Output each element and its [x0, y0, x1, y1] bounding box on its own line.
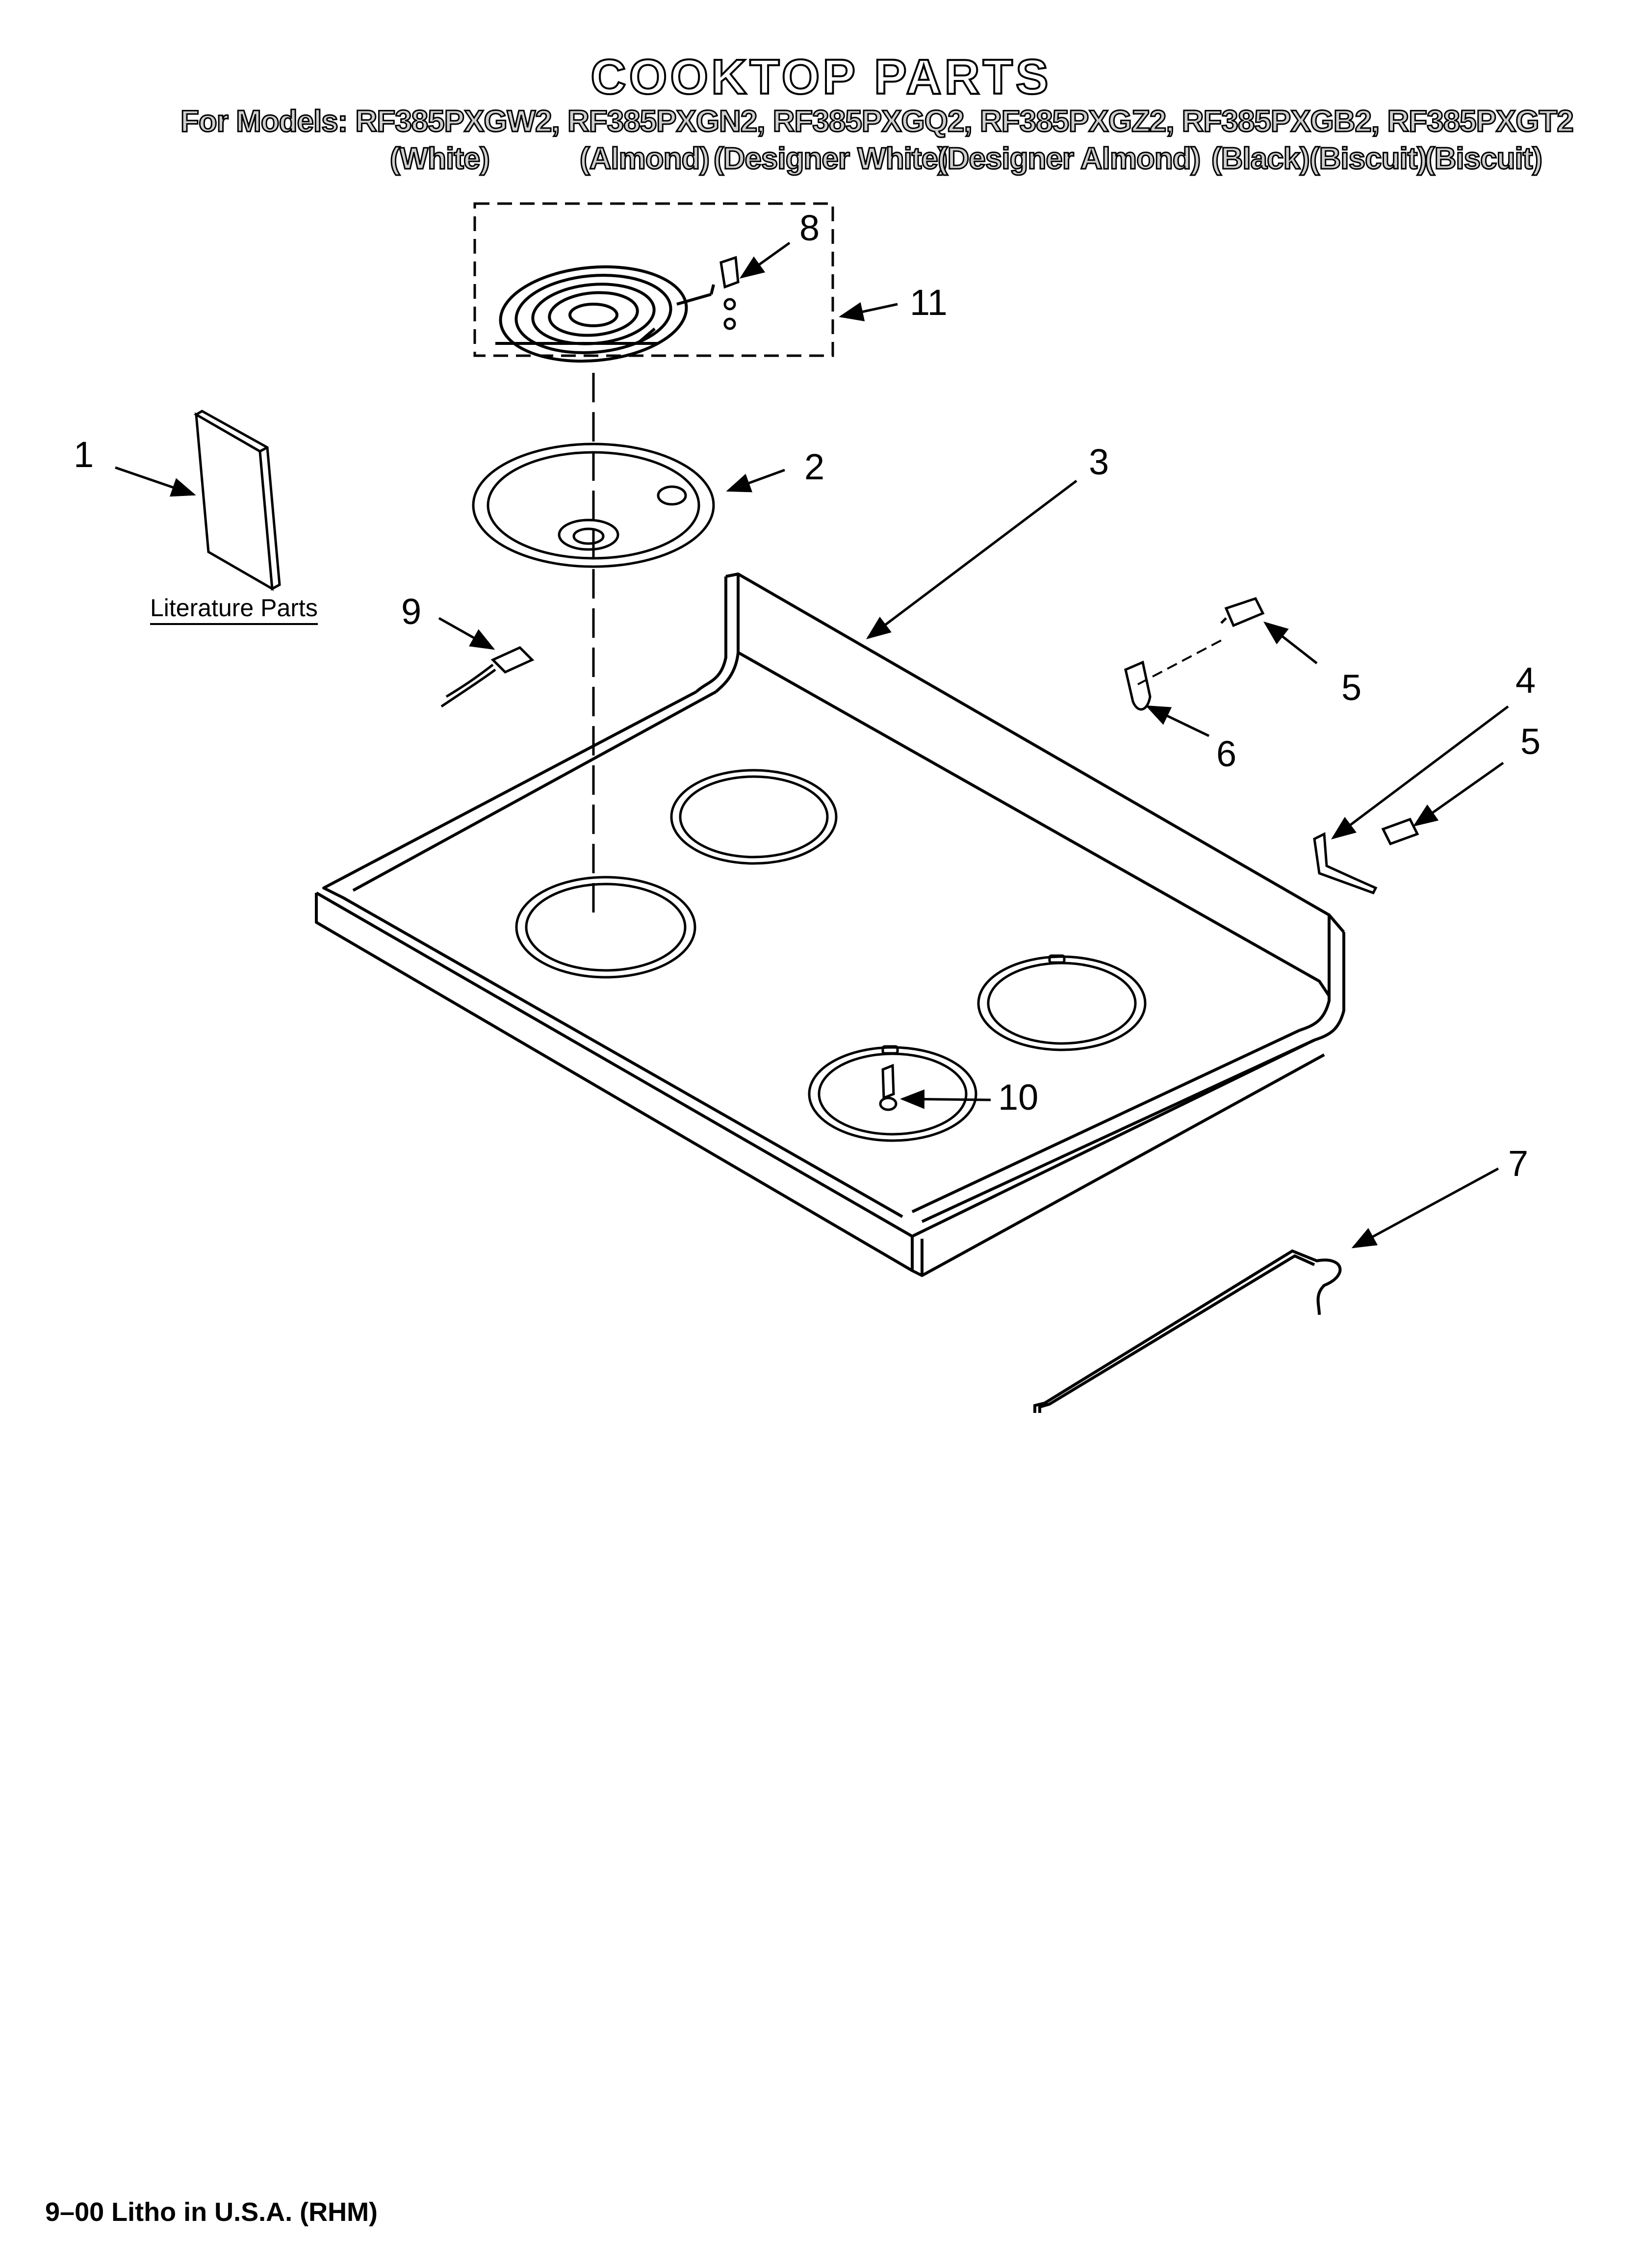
backguard-clip	[1126, 662, 1150, 709]
leader-arrows	[115, 243, 1508, 1249]
wire-connector	[441, 648, 532, 706]
callout-5-lower: 5	[1520, 721, 1541, 762]
screw-upper	[1221, 599, 1263, 626]
callout-7: 7	[1508, 1143, 1529, 1184]
color-white: (White)	[389, 141, 490, 177]
callout-10: 10	[998, 1077, 1039, 1118]
footer-litho: 9–00 Litho in U.S.A. (RHM)	[45, 2197, 378, 2227]
color-almond: (Almond)	[579, 141, 710, 177]
callout-9: 9	[401, 591, 422, 632]
burner-screw	[880, 1066, 896, 1110]
burner-openings	[516, 770, 1145, 1141]
surface-element-dashed-box	[475, 204, 833, 356]
color-biscuit: (Biscuit)	[1309, 141, 1428, 177]
callout-8: 8	[799, 208, 820, 248]
callout-2: 2	[804, 446, 825, 487]
color-black: (Black)	[1211, 141, 1311, 177]
callout-4: 4	[1515, 660, 1536, 701]
wire-rod	[1035, 1251, 1340, 1413]
page-title: COOKTOP PARTS	[590, 49, 1052, 105]
main-cooktop	[316, 574, 1344, 1276]
callout-6: 6	[1216, 733, 1237, 774]
bracket	[1314, 834, 1376, 893]
literature-booklet	[196, 411, 280, 589]
callout-11: 11	[910, 282, 948, 323]
surface-element-coil	[495, 260, 714, 368]
models-line: For Models: RF385PXGW2, RF385PXGN2, RF38…	[180, 104, 1575, 139]
literature-parts-label: Literature Parts	[150, 594, 318, 625]
callout-3: 3	[1089, 442, 1109, 482]
color-biscuit-2: (Biscuit)	[1424, 141, 1543, 177]
color-designer-white: (Designer White)	[713, 141, 949, 177]
color-designer-almond: (Designer Almond)	[937, 141, 1201, 177]
terminal-clip	[721, 258, 738, 329]
callout-5-upper: 5	[1341, 667, 1362, 708]
callout-1: 1	[74, 434, 94, 475]
screw-lower	[1383, 819, 1417, 844]
